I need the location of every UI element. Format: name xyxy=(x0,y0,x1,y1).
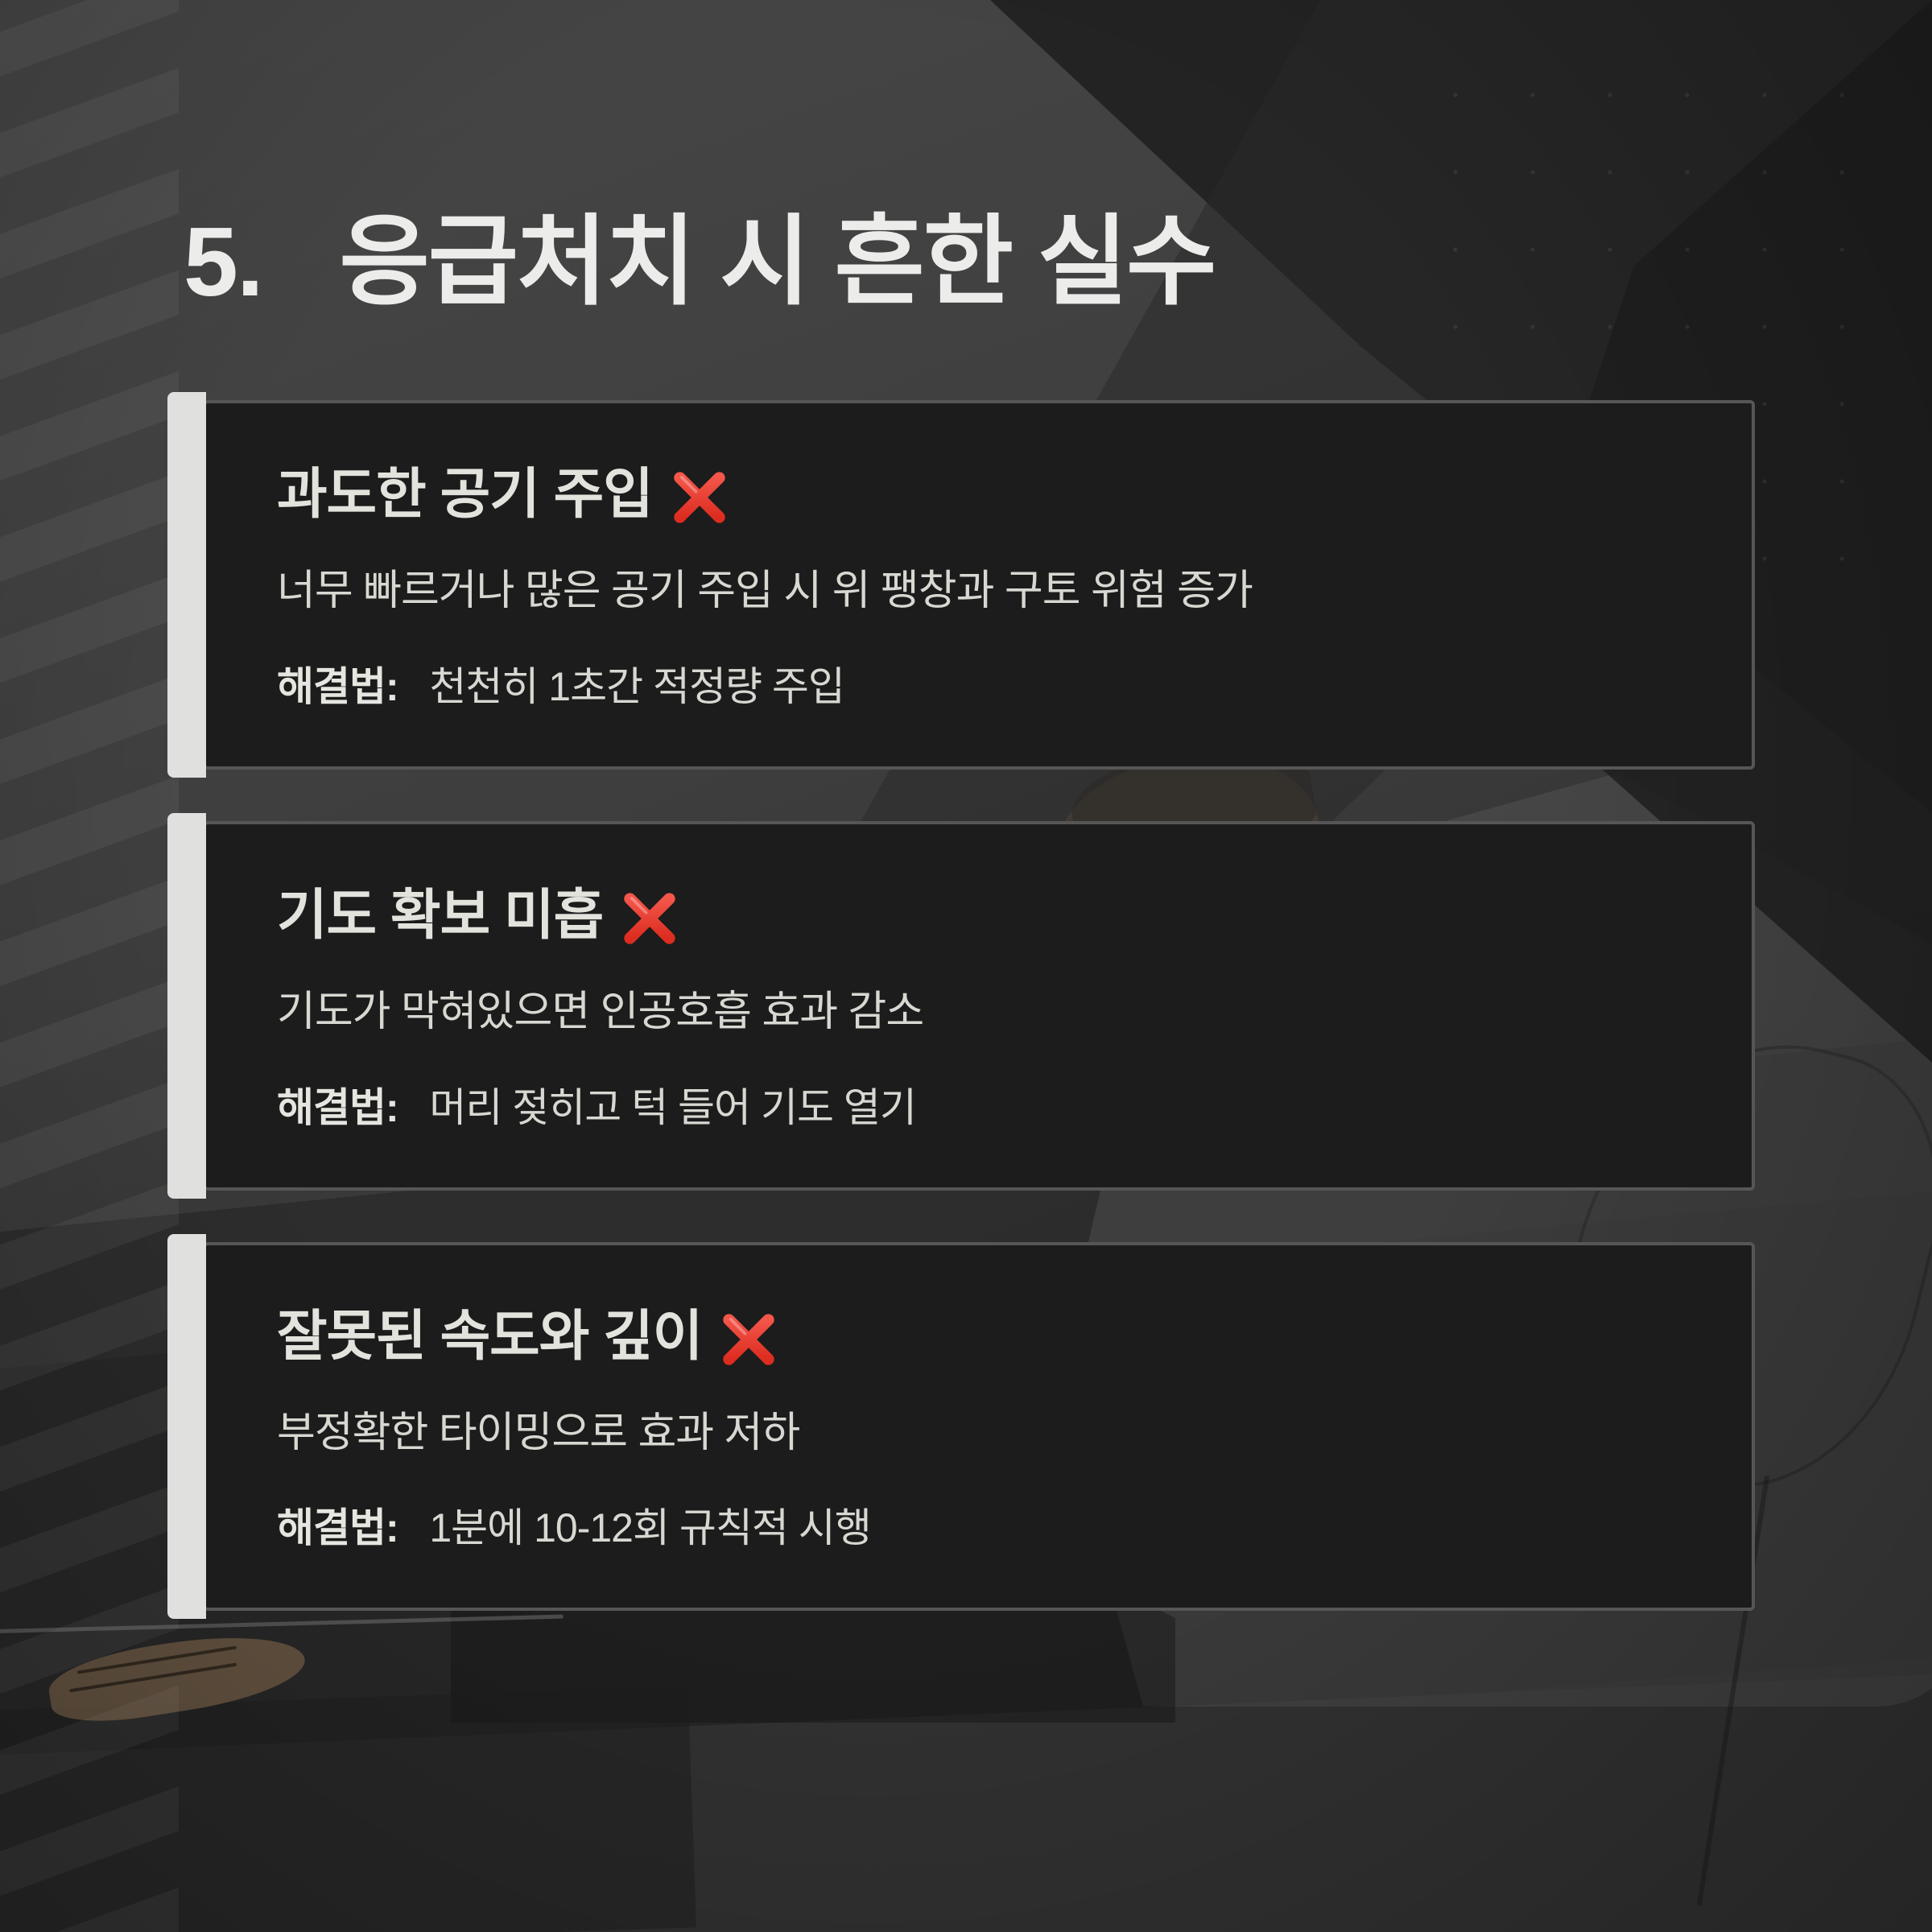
background-diagonal-stripes xyxy=(0,0,179,1932)
card-solution-text: 1분에 10-12회 규칙적 시행 xyxy=(429,1505,871,1551)
cpr-figure-hand-illustration xyxy=(44,1622,310,1732)
card-solution-text: 머리 젖히고 턱 들어 기도 열기 xyxy=(429,1084,916,1130)
cpr-figure-floor-line xyxy=(0,1614,564,1634)
card-description: 너무 빠르거나 많은 공기 주입 시 위 팽창과 구토 위험 증가 xyxy=(277,568,1253,615)
card-accent-bar xyxy=(167,1233,206,1620)
page-title-text: 응급처치 시 흔한 실수 xyxy=(339,207,1216,316)
red-cross-mark-icon xyxy=(720,1311,778,1368)
mistake-card[interactable]: 기도 확보 미흡 기도가 막혀있으면 인공호흡 xyxy=(167,812,1755,1199)
mistake-card[interactable]: 잘못된 속도와 깊이 부정확한 타이밍으로 효과 xyxy=(167,1233,1755,1620)
card-description: 기도가 막혀있으면 인공호흡 효과 감소 xyxy=(277,988,924,1035)
card-solution-label: 해결법: xyxy=(277,1084,399,1130)
card-title-row: 잘못된 속도와 깊이 xyxy=(277,1305,1752,1368)
page-title: 5. 응급처치 시 흔한 실수 xyxy=(184,207,1216,316)
card-solution-text: 천천히 1초간 적정량 주입 xyxy=(429,663,844,709)
red-cross-mark-icon xyxy=(621,890,679,947)
cpr-figure-finger-line-1 xyxy=(76,1645,237,1674)
card-accent-bar xyxy=(167,812,206,1199)
card-solution-row: 해결법: 1분에 10-12회 규칙적 시행 xyxy=(277,1502,1752,1554)
card-title-row: 기도 확보 미흡 xyxy=(277,884,1752,947)
card-description: 부정확한 타이밍으로 효과 저하 xyxy=(277,1409,800,1456)
cpr-figure-finger-line-2 xyxy=(68,1662,237,1693)
card-solution-spacer xyxy=(409,664,419,709)
card-solution-spacer xyxy=(409,1085,419,1130)
card-title-text: 기도 확보 미흡 xyxy=(277,884,604,946)
page-title-spacer xyxy=(288,207,314,316)
card-title-text: 잘못된 속도와 깊이 xyxy=(277,1305,703,1367)
card-solution-label: 해결법: xyxy=(277,663,399,709)
page-title-number: 5. xyxy=(184,207,264,316)
card-solution-row: 해결법: 머리 젖히고 턱 들어 기도 열기 xyxy=(277,1082,1752,1134)
cpr-figure-torso-illustration xyxy=(0,1686,696,1932)
card-solution-spacer xyxy=(409,1505,419,1550)
red-cross-mark-icon xyxy=(671,469,729,526)
card-solution-row: 해결법: 천천히 1초간 적정량 주입 xyxy=(277,661,1752,713)
card-solution-label: 해결법: xyxy=(277,1505,399,1551)
card-accent-bar xyxy=(167,392,206,778)
card-title-text: 과도한 공기 주입 xyxy=(277,464,654,525)
mistake-card-list: 과도한 공기 주입 xyxy=(167,392,1755,1620)
mistake-card[interactable]: 과도한 공기 주입 xyxy=(167,392,1755,778)
card-title-row: 과도한 공기 주입 xyxy=(277,463,1752,526)
